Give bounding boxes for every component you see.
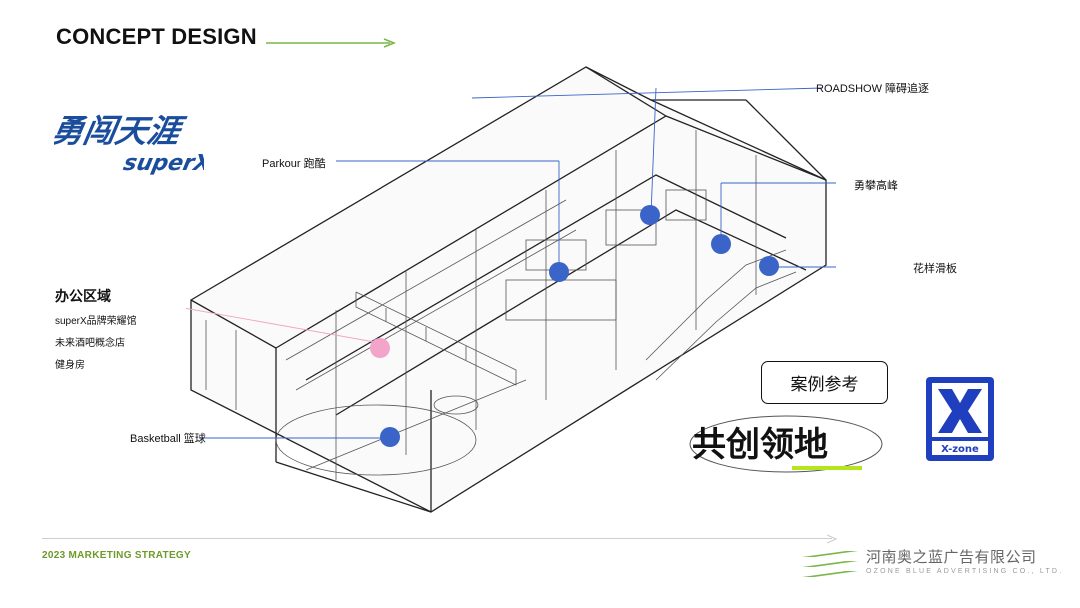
brand-logo-title: 勇闯天涯 xyxy=(54,112,189,150)
roadshow-leader xyxy=(472,88,822,98)
marker-basketball[interactable] xyxy=(380,427,400,447)
gongchuang-logo: 共创领地 xyxy=(686,410,886,488)
marker-skate[interactable] xyxy=(759,256,779,276)
callout-parkour: Parkour 跑酷 xyxy=(262,155,326,171)
callout-skate: 花样滑板 xyxy=(913,260,957,276)
company-name-cn: 河南奥之蓝广告有限公司 xyxy=(866,546,1037,567)
callout-climb: 勇攀高峰 xyxy=(854,177,898,193)
case-reference-label: 案例参考 xyxy=(761,361,888,404)
marker-parkour[interactable] xyxy=(549,262,569,282)
footer-arrow-icon xyxy=(826,534,838,544)
title-arrow-icon xyxy=(266,38,398,48)
xzone-logo-text: X-zone xyxy=(941,444,979,455)
company-logo-icon xyxy=(800,549,860,579)
page-title: CONCEPT DESIGN xyxy=(56,24,257,50)
office-item: 健身房 xyxy=(55,356,85,371)
gongchuang-logo-text: 共创领地 xyxy=(692,425,828,465)
office-item: 未来酒吧概念店 xyxy=(55,334,125,349)
marker-roadshow[interactable] xyxy=(640,205,660,225)
footer-divider xyxy=(42,538,832,539)
xzone-logo: X-zone xyxy=(924,375,996,463)
office-area-title: 办公区域 xyxy=(55,286,111,306)
marker-office[interactable] xyxy=(370,338,390,358)
callout-roadshow: ROADSHOW 障碍追逐 xyxy=(816,80,929,96)
superx-brand-logo: 勇闯天涯 superX xyxy=(54,106,204,186)
company-name-en: OZONE BLUE ADVERTISING CO., LTD. xyxy=(866,568,1063,575)
marker-climb[interactable] xyxy=(711,234,731,254)
footer-strategy: 2023 MARKETING STRATEGY xyxy=(42,550,191,561)
office-item: superX品牌荣耀馆 xyxy=(55,312,137,327)
callout-basketball: Basketball 篮球 xyxy=(130,430,206,446)
